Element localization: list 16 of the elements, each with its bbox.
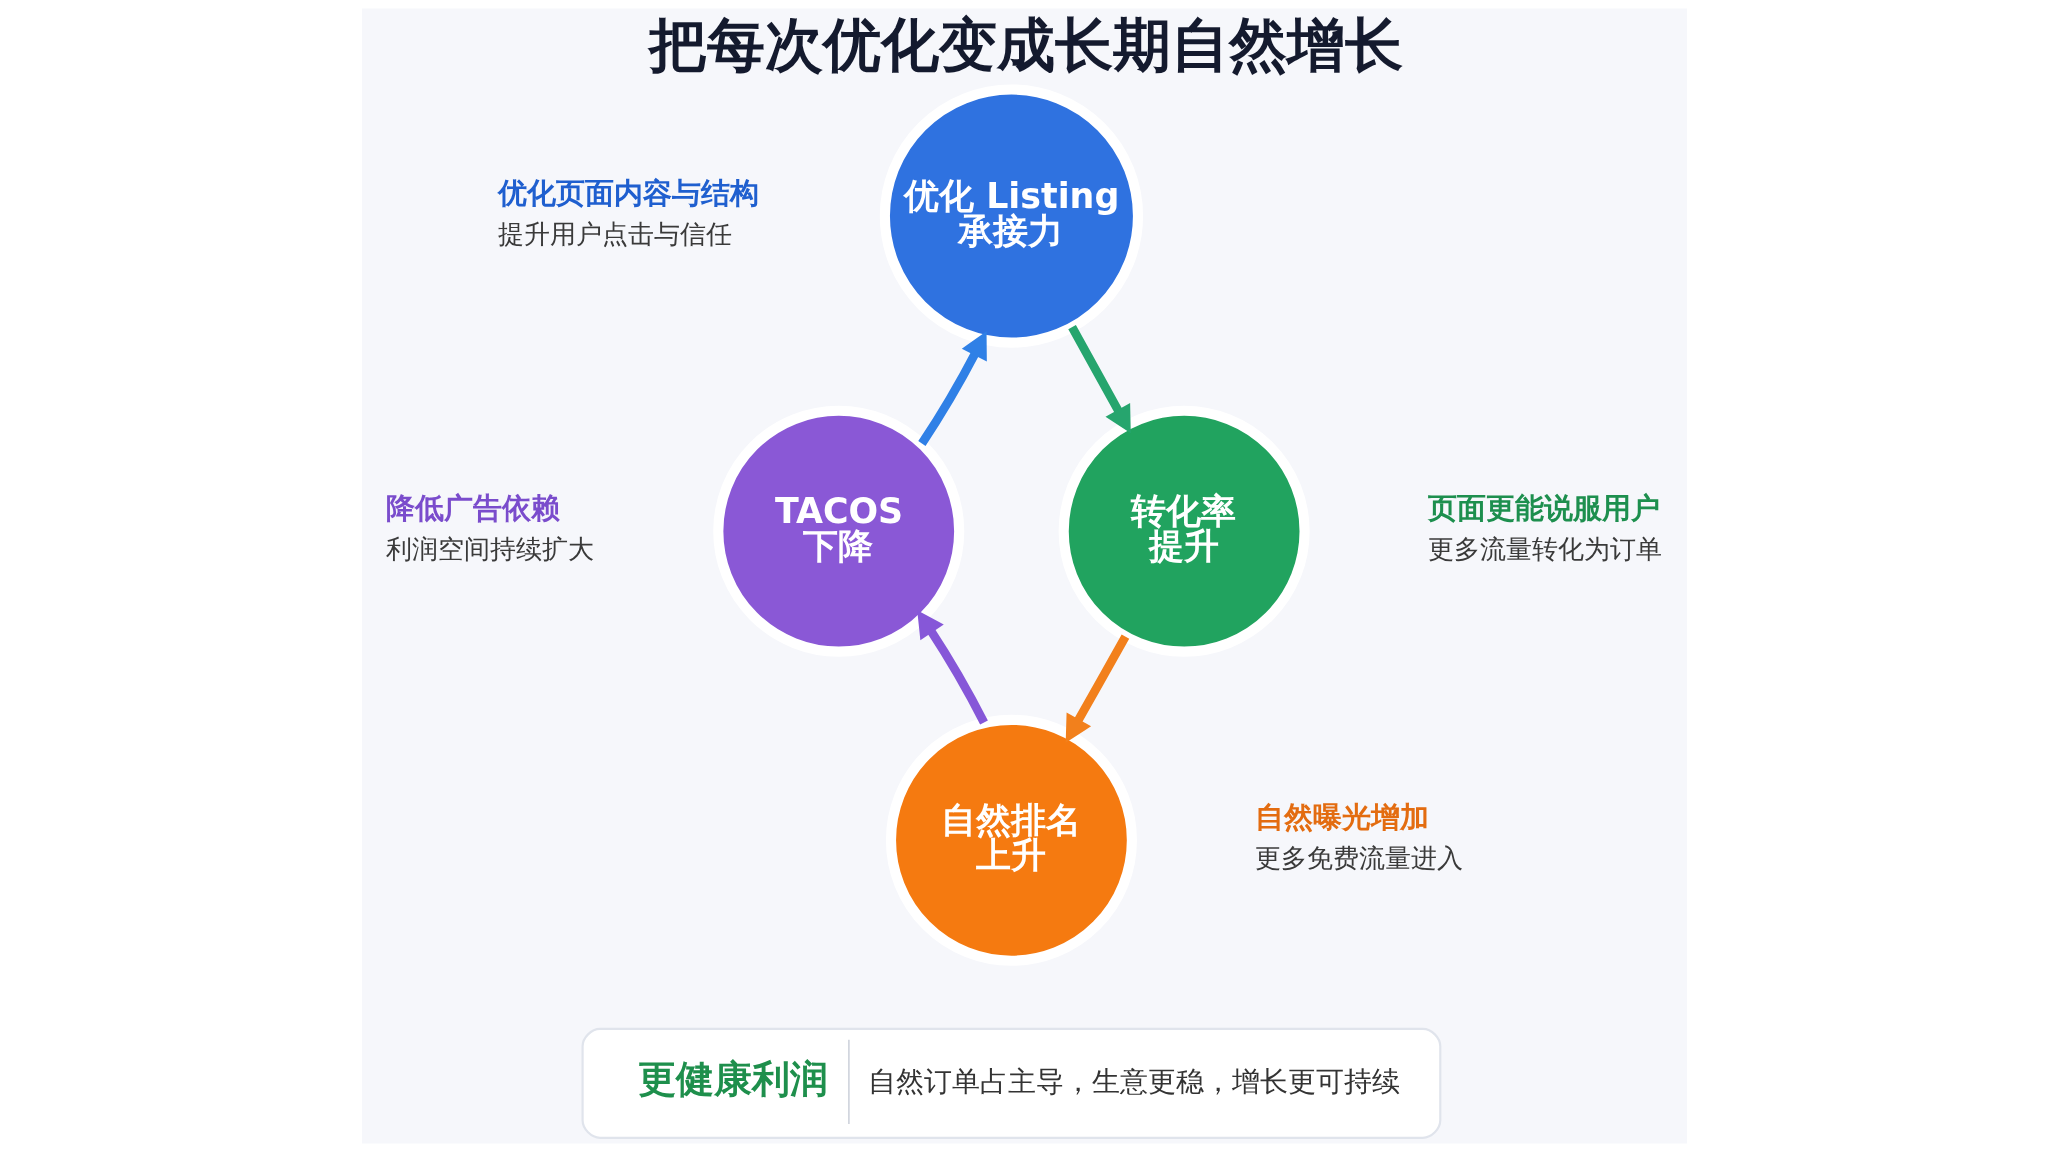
node-label: 自然曝光增加 (1254, 800, 1429, 835)
arrow (917, 331, 987, 446)
node-box: 更健康利润 自然订单占主导，生意更稳，增长更可持续 (581, 1027, 1441, 1139)
node-label: 更多免费流量进入 (1254, 842, 1463, 873)
node-label: 降低广告依赖 (385, 491, 560, 526)
node-label: 页面更能说服用户 (1427, 491, 1660, 526)
arrow (916, 610, 988, 725)
node-circle: TACOS 下降 (712, 405, 964, 657)
diagram-title: 把每次优化变成长期自然增长 (648, 11, 1403, 79)
node-label: 更多流量转化为订单 (1427, 533, 1662, 564)
node-label: 利润空间持续扩大 (385, 533, 594, 564)
arrow (1067, 325, 1131, 434)
node-label: 提升用户点击与信任 (497, 218, 732, 249)
node-label: 优化页面内容与结构 (497, 176, 759, 211)
arrow (1065, 634, 1129, 743)
node-circle: 优化 Listing 承接力 (879, 84, 1143, 348)
